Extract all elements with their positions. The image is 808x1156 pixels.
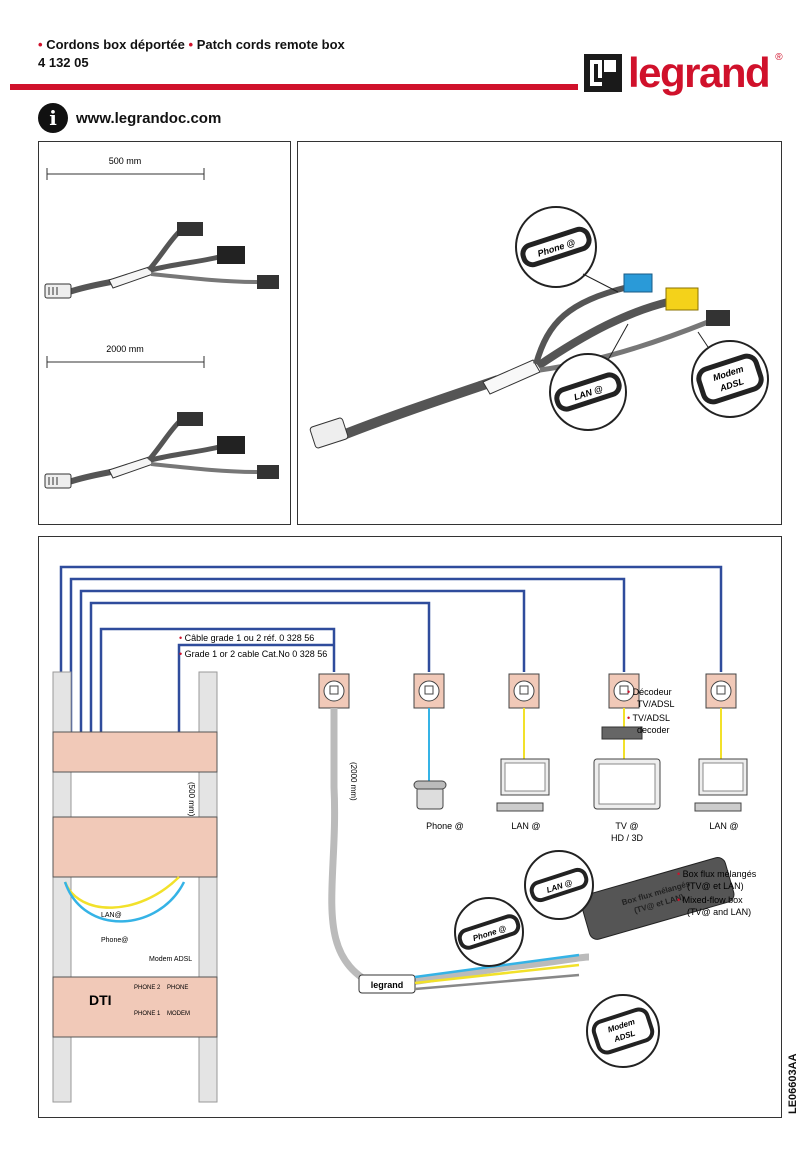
- svg-text:• Box flux mélangés: • Box flux mélangés: [677, 869, 757, 879]
- registered-mark: ®: [775, 52, 783, 63]
- cord-detail-drawing: Phone @ LAN @ Modem ADSL: [309, 206, 769, 449]
- mixed-flow-box-icon: Box flux mélangés (TV@ et LAN): [580, 857, 735, 940]
- yellow-plug-icon: [665, 287, 699, 311]
- plug-brand-label: legrand: [371, 980, 404, 990]
- cable-label-fr: Câble grade 1 ou 2 réf. 0 328 56: [185, 633, 315, 643]
- phone-port-label: PHONE: [167, 985, 188, 991]
- phone-small-label: Phone@: [101, 937, 128, 944]
- length-label-short: 500 mm: [109, 156, 142, 166]
- panel-cord-lengths: 500 mm 2000 mm: [38, 141, 291, 525]
- enclosure-rails: [52, 671, 218, 1103]
- svg-text:• Décodeur: • Décodeur: [627, 687, 672, 697]
- bullet-icon: •: [38, 37, 43, 52]
- box-label-fr-2: (TV@ et LAN): [687, 881, 744, 891]
- installation-drawing: • Câble grade 1 ou 2 réf. 0 328 56 • Gra…: [52, 565, 757, 1103]
- cable-label-en: Grade 1 or 2 cable Cat.No 0 328 56: [185, 649, 328, 659]
- television-icon: [593, 758, 661, 810]
- black-plug-icon: [706, 310, 730, 326]
- info-icon: i: [38, 103, 68, 133]
- svg-text:• Câble grade 1 ou 2 réf. 0 32: • Câble grade 1 ou 2 réf. 0 328 56: [179, 633, 314, 643]
- computer-icon: [694, 758, 748, 812]
- box-label-en-2: (TV@ and LAN): [687, 907, 751, 917]
- length-500-label: (500 mm): [187, 782, 196, 817]
- document-title: • Cordons box déportée • Patch cords rem…: [38, 37, 345, 52]
- svg-text:• Grade 1 or 2 cable Cat.No 0: • Grade 1 or 2 cable Cat.No 0 328 56: [179, 649, 327, 659]
- long-cord-assembly: [45, 412, 279, 488]
- device-label-tv: TV @: [615, 821, 638, 831]
- telephone-icon: [413, 780, 447, 810]
- decoder-label-fr: Décodeur: [633, 687, 672, 697]
- info-row: i www.legrandoc.com: [38, 103, 221, 133]
- phone-port-label: PHONE 2: [134, 985, 161, 991]
- computer-icon: [496, 758, 550, 812]
- svg-text:• Mixed-flow box: • Mixed-flow box: [677, 895, 743, 905]
- rj45-plug-icon: [309, 417, 349, 449]
- svg-text:• TV/ADSL: • TV/ADSL: [627, 713, 670, 723]
- cable-runs: [59, 565, 723, 732]
- cord-lengths-drawing: 500 mm 2000 mm: [39, 156, 290, 524]
- modem-port-label: MODEM: [167, 1011, 190, 1017]
- box-label-fr-1: Box flux mélangés: [683, 869, 757, 879]
- splitter-icon: [482, 359, 541, 395]
- device-label-tv-sub: HD / 3D: [611, 833, 644, 843]
- website-link[interactable]: www.legrandoc.com: [76, 109, 222, 127]
- device-label-phone: Phone @: [426, 821, 464, 831]
- length-2000-label: (2000 mm): [349, 762, 358, 801]
- legrand-plug-icon: [358, 974, 416, 994]
- box-label-en-1: Mixed-flow box: [683, 895, 744, 905]
- device-label-lan-2: LAN @: [709, 821, 738, 831]
- panel-installation: • Câble grade 1 ou 2 réf. 0 328 56 • Gra…: [38, 536, 782, 1118]
- wall-sockets: [318, 673, 737, 709]
- set-top-box-icon: [601, 726, 643, 740]
- legrand-mark-icon: [584, 54, 622, 92]
- brand-logo: legrand ®: [584, 52, 783, 94]
- header-rule: [10, 84, 578, 90]
- phone-port-label: PHONE 1: [134, 1011, 161, 1017]
- decoder-label-fr2: TV/ADSL: [637, 699, 675, 709]
- brand-name: legrand: [628, 49, 771, 96]
- decoder-label-en2: decoder: [637, 725, 670, 735]
- reference-number: 4 132 05: [38, 55, 89, 70]
- document-code: LE06603AA: [787, 1053, 799, 1114]
- device-label-lan-1: LAN @: [511, 821, 540, 831]
- blue-plug-icon: [623, 273, 653, 293]
- bullet-icon: •: [188, 37, 194, 52]
- short-cord-assembly: [45, 222, 279, 298]
- title-fr: Cordons box déportée: [46, 37, 185, 52]
- panel-cord-detail: Phone @ LAN @ Modem ADSL: [297, 141, 782, 525]
- title-en: Patch cords remote box: [196, 37, 345, 52]
- lan-small-label: LAN@: [101, 912, 122, 919]
- modem-small-label: Modem ADSL: [149, 956, 192, 963]
- decoder-label-en: TV/ADSL: [633, 713, 671, 723]
- dti-label: DTI: [89, 992, 112, 1008]
- length-label-long: 2000 mm: [106, 344, 144, 354]
